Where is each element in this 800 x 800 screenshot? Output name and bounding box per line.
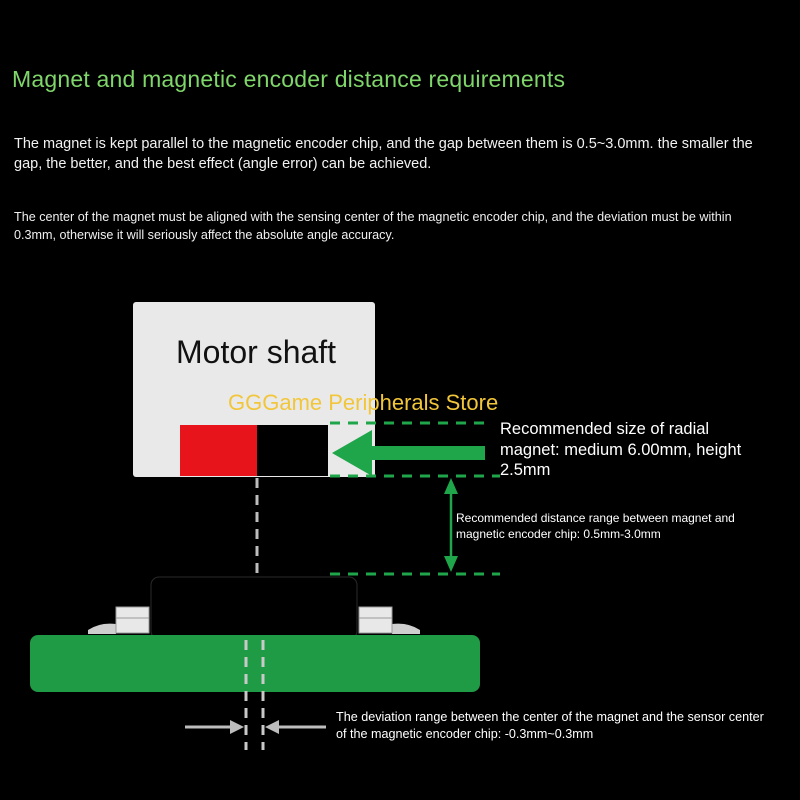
encoder-chip — [150, 576, 358, 640]
distance-double-arrow — [444, 478, 458, 572]
deviation-arrows — [185, 720, 326, 734]
deviation-range-note: The deviation range between the center o… — [336, 710, 764, 741]
gap-requirement-text: The magnet is kept parallel to the magne… — [14, 136, 753, 172]
alignment-requirement-text: The center of the magnet must be aligned… — [14, 210, 732, 242]
pcb-board — [30, 635, 480, 692]
distance-range-note: Recommended distance range between magne… — [456, 511, 735, 541]
chip-pins-left — [88, 606, 150, 634]
page-title: Magnet and magnetic encoder distance req… — [12, 66, 566, 92]
radial-magnet-note: Recommended size of radial magnet: mediu… — [500, 420, 742, 479]
magnet-south-pole — [257, 425, 328, 476]
center-axis-lines-front — [244, 640, 265, 750]
store-watermark: GGGame Peripherals Store — [228, 390, 499, 415]
chip-pins-right — [358, 606, 420, 634]
motor-shaft-label: Motor shaft — [176, 334, 337, 370]
magnet-pointer-arrow — [332, 430, 485, 476]
magnet-north-pole — [180, 425, 257, 476]
dimension-lines — [330, 421, 500, 576]
